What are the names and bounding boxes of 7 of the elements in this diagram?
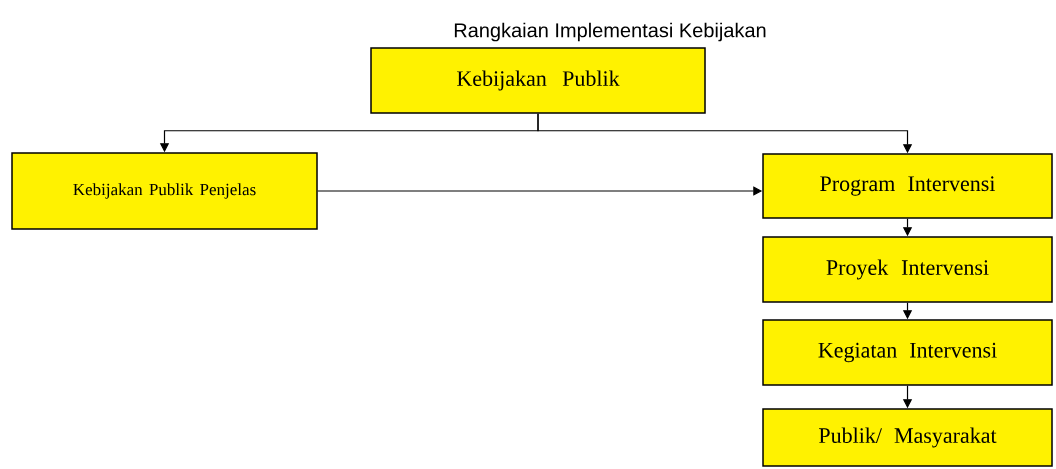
process-box: Kebijakan Publik Penjelas [11,152,318,230]
process-box: Proyek Intervensi [762,236,1053,303]
process-box: Kegiatan Intervensi [762,319,1053,386]
process-box: Kebijakan Publik [370,47,706,114]
process-box: Program Intervensi [762,153,1053,219]
process-box: Publik/ Masyarakat [762,408,1053,467]
title: Rangkaian Implementasi Kebijakan [454,22,766,42]
